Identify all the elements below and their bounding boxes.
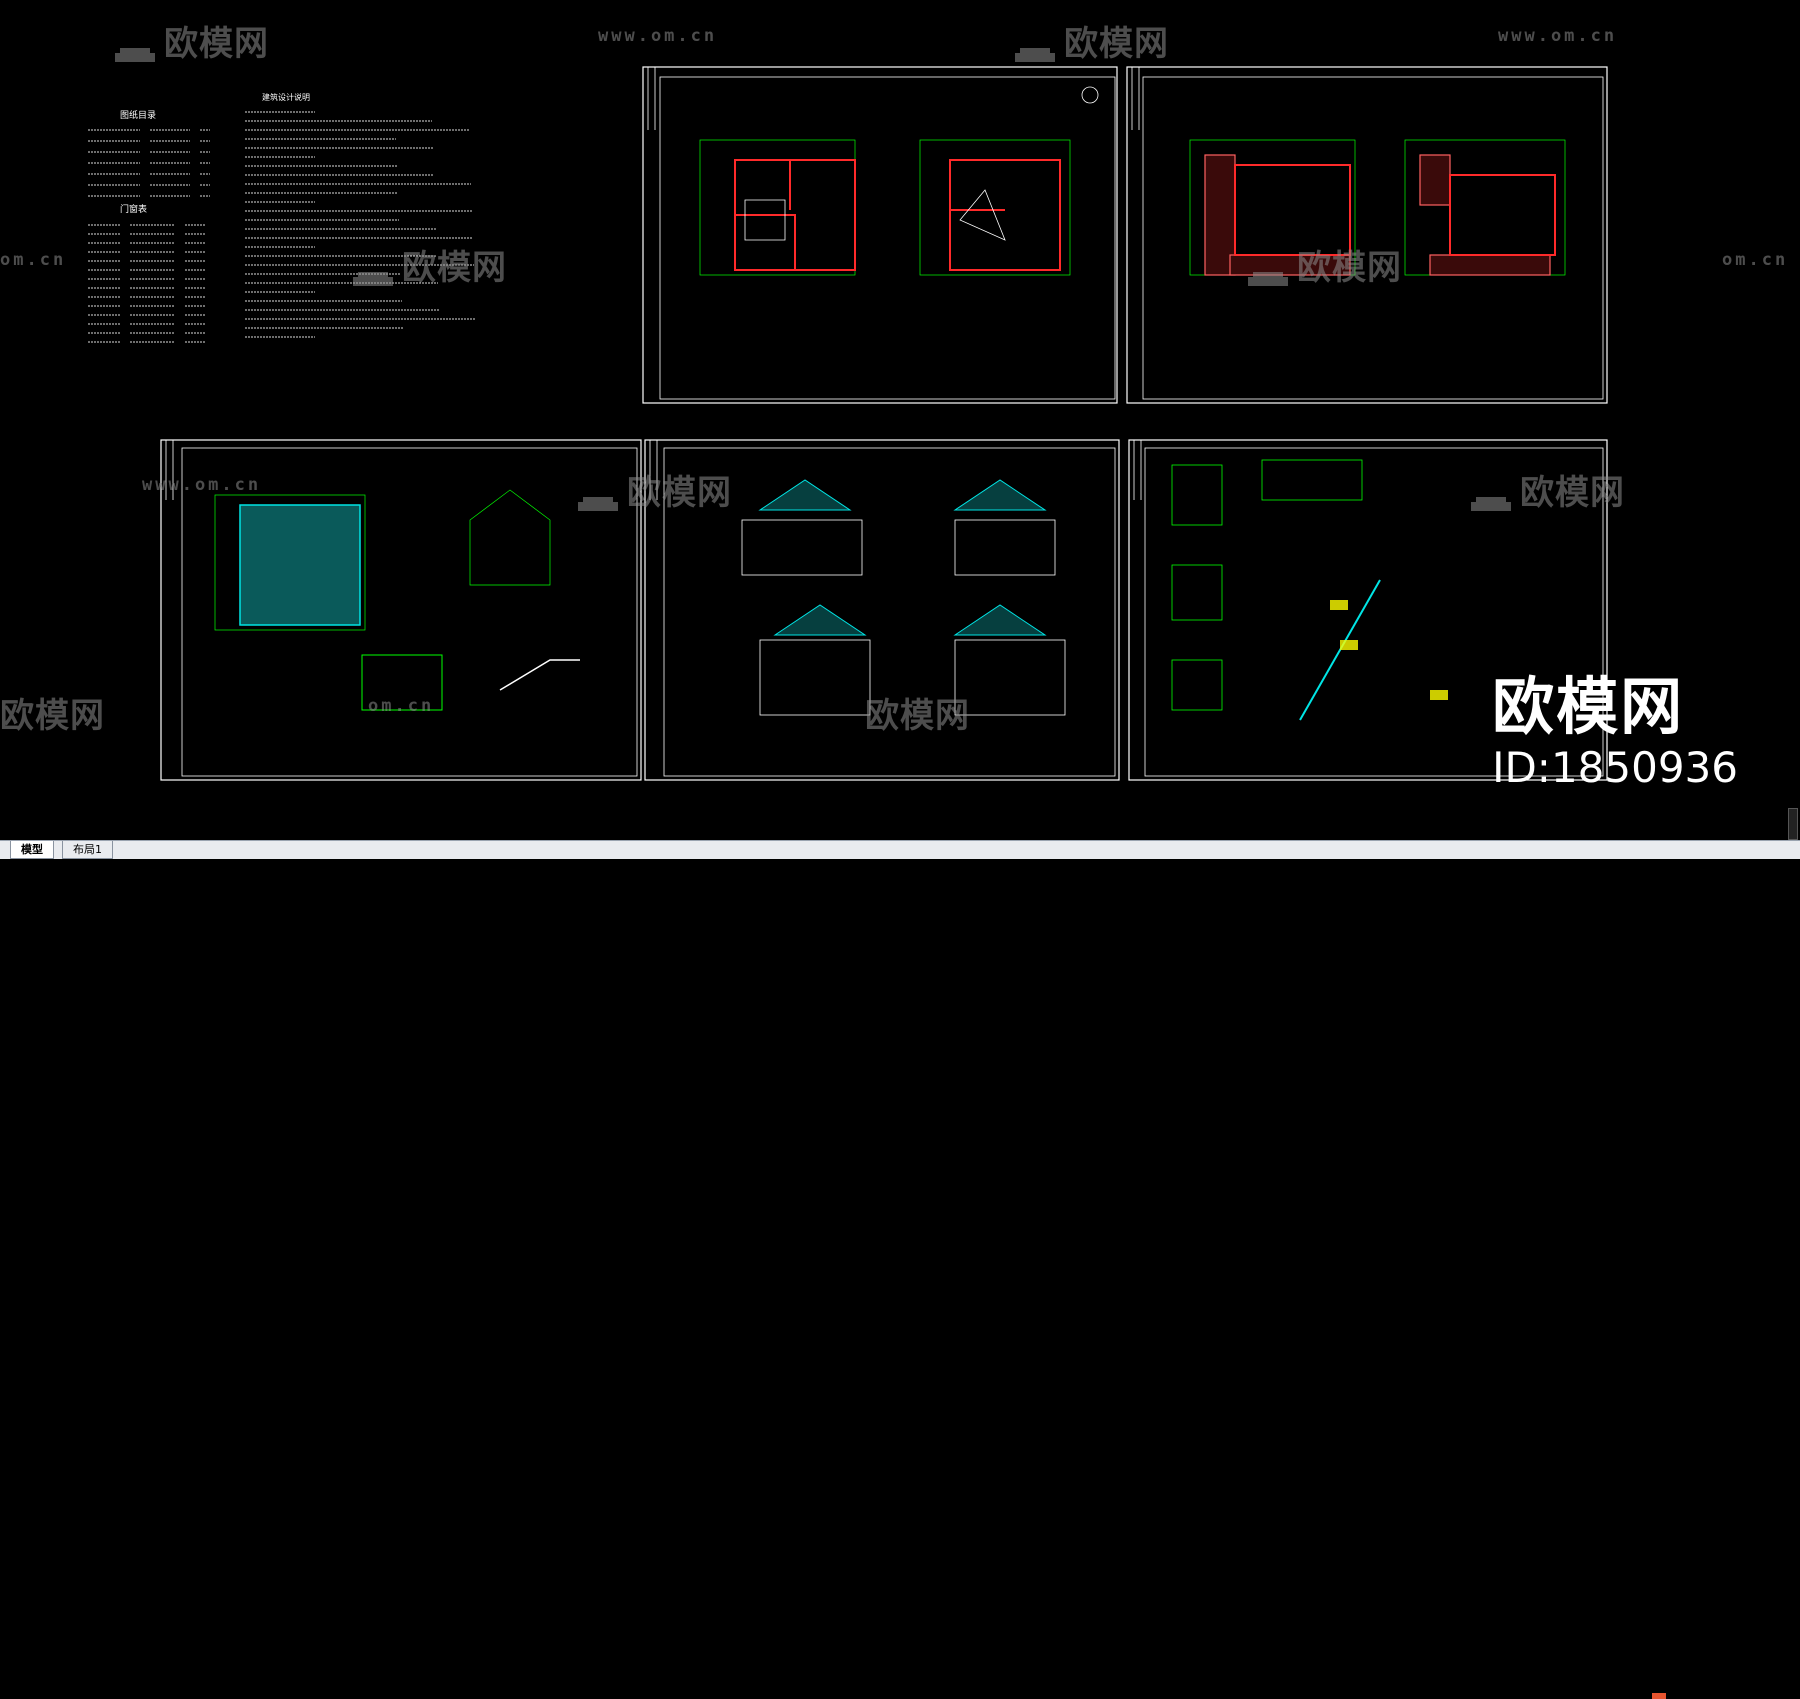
- sheet-frame-details: [1128, 439, 1608, 781]
- notes-text-rows: [88, 111, 476, 343]
- watermark-text: 欧模网: [865, 696, 970, 736]
- sofa-logo-icon: [1245, 259, 1291, 286]
- tab-model[interactable]: 模型: [10, 841, 54, 859]
- status-indicator: [1652, 1693, 1666, 1699]
- vertical-scrollbar[interactable]: [1788, 808, 1798, 840]
- watermark-url: om.cn: [0, 250, 67, 270]
- brand-id: ID:1850936: [1492, 743, 1738, 792]
- watermark-text: 欧模网: [1245, 240, 1402, 289]
- watermark-text: 欧模网: [0, 696, 105, 736]
- roof-and-section: [214, 489, 580, 711]
- layout-tab-bar: 模型 布局1: [0, 840, 1800, 1699]
- watermark-url: www.om.cn: [142, 475, 262, 495]
- watermark-url: www.om.cn: [598, 26, 718, 46]
- watermark-url: om.cn: [368, 696, 435, 716]
- watermark-url: om.cn: [1722, 250, 1789, 270]
- sofa-logo-icon: [575, 484, 621, 511]
- watermark-text: 欧模网: [112, 16, 269, 65]
- sheet-frame-plan-1: [642, 66, 1118, 404]
- door-window-table-title: 门窗表: [120, 203, 147, 215]
- sofa-logo-icon: [350, 259, 396, 286]
- brand-name: 欧模网: [1492, 670, 1685, 743]
- cad-drawing-canvas[interactable]: 图纸目录 门窗表 建筑设计说明: [0, 0, 1800, 840]
- sofa-logo-icon: [112, 35, 158, 62]
- watermark-url: www.om.cn: [1498, 26, 1618, 46]
- sheet-frame-elevations: [644, 439, 1120, 781]
- watermark-text: 欧模网: [1468, 465, 1625, 514]
- details: [1171, 459, 1448, 721]
- sofa-logo-icon: [1012, 35, 1058, 62]
- drawing-index-title: 图纸目录: [120, 109, 156, 121]
- sheet-frame-plan-2: [1126, 66, 1608, 404]
- design-notes-title: 建筑设计说明: [262, 92, 310, 102]
- sheet-frame-roof-section: [160, 439, 642, 781]
- sheet-notes: 图纸目录 门窗表 建筑设计说明: [88, 92, 476, 343]
- brand-watermark: 欧模网 ID:1850936: [1492, 672, 1738, 794]
- floor-plans-1: [699, 86, 1099, 276]
- floor-plans-2: [1189, 139, 1566, 276]
- watermark-text: 欧模网: [350, 240, 507, 289]
- sofa-logo-icon: [1468, 484, 1514, 511]
- tab-layout-1[interactable]: 布局1: [62, 841, 113, 859]
- elevations: [741, 479, 1066, 716]
- watermark-text: 欧模网: [575, 465, 732, 514]
- watermark-text: 欧模网: [1012, 16, 1169, 65]
